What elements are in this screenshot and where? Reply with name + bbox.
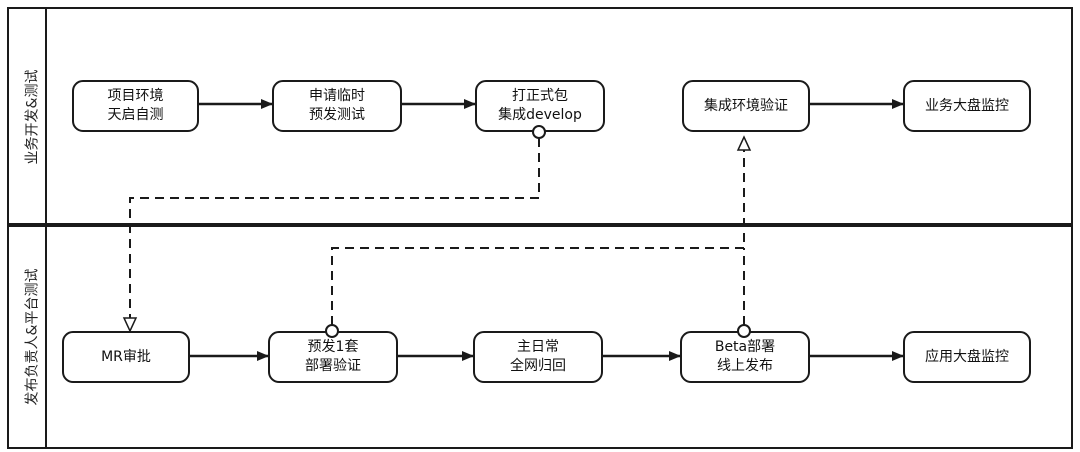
node-label: 集成环境验证 (704, 97, 788, 114)
node-integration-env-verify[interactable]: 集成环境验证 (682, 80, 810, 132)
node-beta-deploy-release[interactable]: Beta部署 线上发布 (680, 331, 810, 383)
swimlane-frame (7, 7, 1073, 449)
node-label: 项目环境 天启自测 (107, 88, 164, 123)
node-build-release-package[interactable]: 打正式包 集成develop (475, 80, 605, 132)
lane-label-text: 发布负责人&平台测试 (24, 268, 41, 405)
node-preview-deploy-verify[interactable]: 预发1套 部署验证 (268, 331, 398, 383)
node-label: Beta部署 线上发布 (714, 339, 776, 374)
node-label: 业务大盘监控 (925, 97, 1009, 114)
node-label: MR审批 (101, 348, 151, 365)
dashed-flow-n7-to-n9 (331, 150, 745, 325)
node-label: 打正式包 集成develop (498, 88, 582, 123)
lane-label-release-platform: 发布负责人&平台测试 (8, 225, 54, 448)
node-apply-temp-preview-test[interactable]: 申请临时 预发测试 (272, 80, 402, 132)
node-label: 申请临时 预发测试 (309, 88, 365, 123)
node-project-env-self-test[interactable]: 项目环境 天启自测 (72, 80, 199, 132)
node-business-dashboard-monitor[interactable]: 业务大盘监控 (903, 80, 1031, 132)
node-app-dashboard-monitor[interactable]: 应用大盘监控 (903, 331, 1031, 383)
node-label: 主日常 全网归回 (510, 339, 566, 374)
dashed-flow-n3-to-n6 (129, 138, 540, 318)
lane-label-text: 业务开发&测试 (24, 69, 41, 164)
node-label: 预发1套 部署验证 (305, 339, 361, 374)
node-daily-full-regression[interactable]: 主日常 全网归回 (473, 331, 603, 383)
node-label: 应用大盘监控 (925, 348, 1009, 365)
lane-label-dev-test: 业务开发&测试 (8, 8, 54, 225)
open-arrowhead-into-n6 (122, 317, 138, 333)
node-mr-approval[interactable]: MR审批 (62, 331, 190, 383)
open-arrowhead-into-n4 (736, 135, 752, 151)
